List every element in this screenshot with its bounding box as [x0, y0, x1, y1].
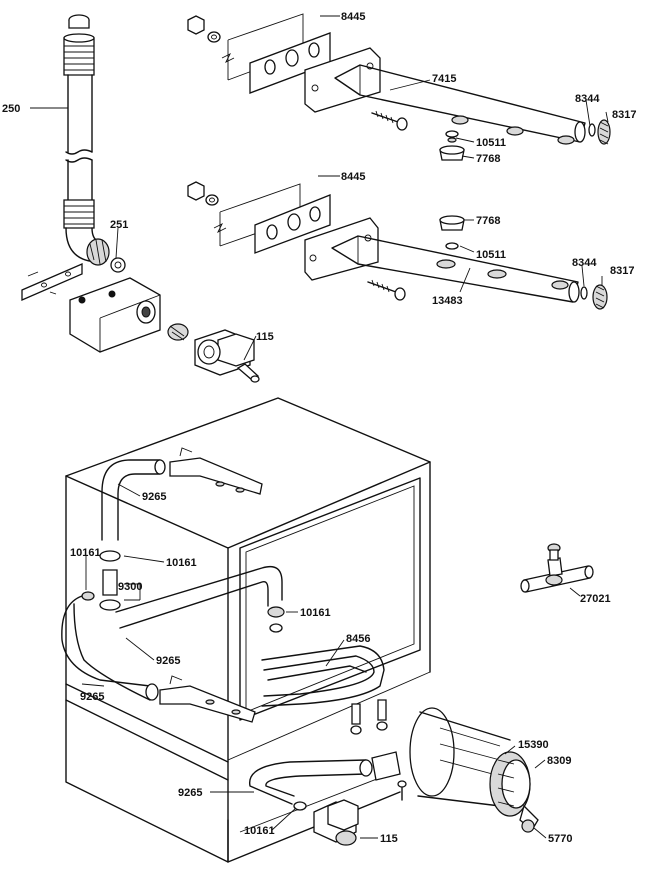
- callout-9300: 9300: [118, 581, 142, 593]
- spray-arm-assembly-lower: [187, 181, 608, 310]
- callout-8309: 8309: [547, 755, 571, 767]
- callout-251: 251: [110, 219, 128, 231]
- callout-7768-upper: 7768: [476, 153, 500, 165]
- callout-10511-lower: 10511: [476, 249, 506, 261]
- callout-13483: 13483: [432, 295, 463, 307]
- callout-10161-right: 10161: [166, 557, 197, 569]
- callout-8445-lower: 8445: [341, 171, 365, 183]
- spray-arm-assembly-upper: [187, 13, 611, 161]
- callout-9265-left: 9265: [80, 691, 104, 703]
- callout-8445-upper: 8445: [341, 11, 365, 23]
- leader-lines: [30, 15, 609, 839]
- callout-labels: 8445 7415 8344 8317 10511 7768 250 251 8…: [2, 11, 636, 845]
- callout-115-lower: 115: [380, 833, 398, 845]
- callout-8456: 8456: [346, 633, 370, 645]
- tee-fitting-27021: [520, 543, 594, 593]
- callout-5770: 5770: [548, 833, 572, 845]
- callout-7415: 7415: [432, 73, 456, 85]
- callout-8317-lower: 8317: [610, 265, 634, 277]
- fill-tube-assembly: [21, 14, 260, 383]
- callout-9265-mid: 9265: [156, 655, 180, 667]
- callout-10161-mid: 10161: [300, 607, 331, 619]
- callout-8317-upper: 8317: [612, 109, 636, 121]
- callout-8344-upper: 8344: [575, 93, 600, 105]
- callout-10511-upper: 10511: [476, 137, 506, 149]
- callout-10161-left: 10161: [70, 547, 101, 559]
- callout-10161-bottom: 10161: [244, 825, 275, 837]
- callout-8344-lower: 8344: [572, 257, 597, 269]
- callout-15390: 15390: [518, 739, 549, 751]
- callout-115-upper: 115: [256, 331, 274, 343]
- callout-27021: 27021: [580, 593, 611, 605]
- callout-9265-bottom: 9265: [178, 787, 202, 799]
- callout-250: 250: [2, 103, 20, 115]
- callout-9265-top: 9265: [142, 491, 166, 503]
- callout-7768-lower: 7768: [476, 215, 500, 227]
- hose-routing: [61, 447, 539, 846]
